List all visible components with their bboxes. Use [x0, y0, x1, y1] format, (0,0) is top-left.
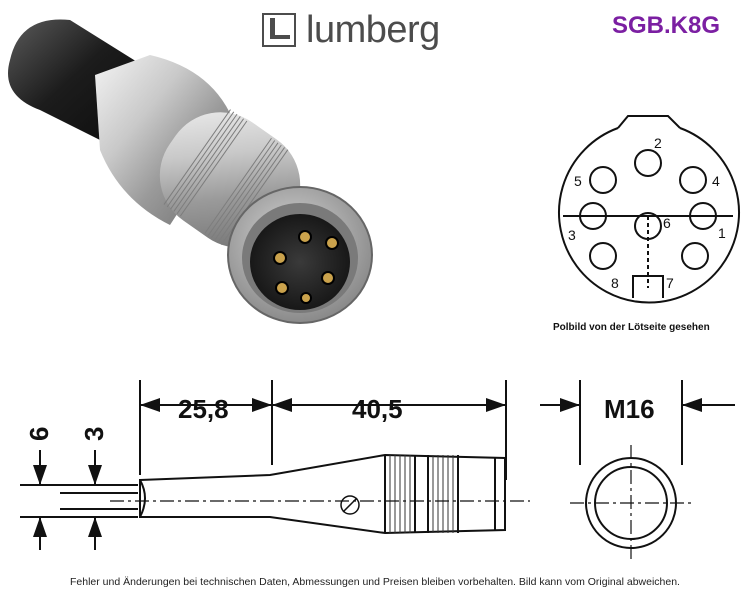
pin-label-8: 8 [611, 275, 619, 291]
part-number: SGB.K8G [611, 12, 720, 39]
screw-icon [340, 495, 360, 515]
dim-6: 6 [24, 427, 54, 441]
pin-label-7: 7 [666, 275, 674, 291]
product-photo [8, 19, 373, 324]
dim-3: 3 [79, 427, 109, 441]
brand-logo: lumberg [262, 6, 452, 54]
logo-wordmark: lumberg [306, 9, 440, 51]
technical-drawing: 25,8 40,5 M16 6 3 [20, 380, 735, 560]
contact-insert [250, 214, 350, 310]
dim-m16: M16 [604, 394, 655, 424]
contact-pins [273, 230, 339, 304]
dim-40-5: 40,5 [352, 394, 403, 424]
pin-label-2: 2 [654, 135, 662, 151]
pin-label-1: 1 [718, 225, 726, 241]
strain-relief-sleeve [95, 55, 235, 225]
disclaimer: Fehler und Änderungen bei technischen Da… [70, 576, 680, 588]
dim-25-8: 25,8 [178, 394, 229, 424]
pin-diagram-caption: Polbild von der Lötseite gesehen [553, 322, 710, 333]
pin-label-3: 3 [568, 227, 576, 243]
logo-mark-icon [262, 13, 296, 47]
pin-label-6: 6 [663, 215, 671, 231]
pin-label-4: 4 [712, 173, 720, 189]
pin-diagram: 2 4 5 1 3 6 7 8 [558, 115, 740, 304]
pin-label-5: 5 [574, 173, 582, 189]
